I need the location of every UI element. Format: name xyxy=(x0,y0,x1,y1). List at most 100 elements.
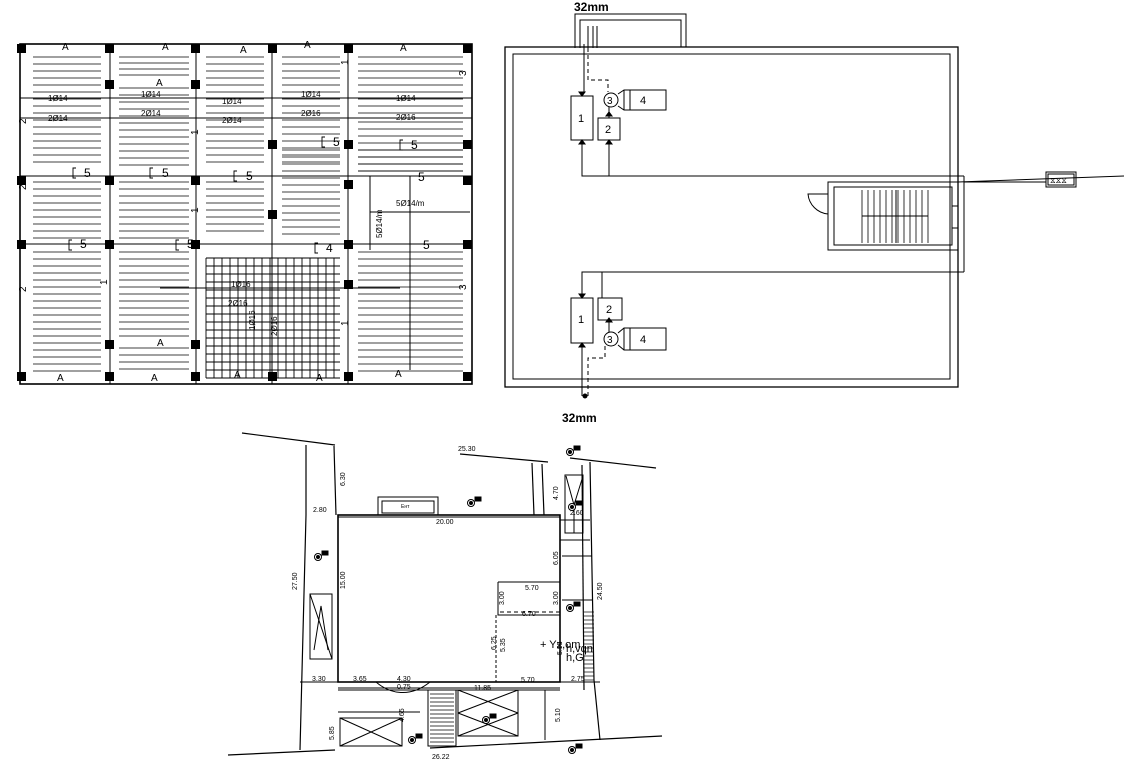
light-post-mark xyxy=(573,445,581,451)
dim-label: 26.22 xyxy=(432,754,450,761)
column xyxy=(191,240,200,249)
light-post-mark xyxy=(575,743,583,749)
column xyxy=(191,372,200,381)
column xyxy=(268,210,277,219)
column xyxy=(191,44,200,53)
bar-label: 1Ø14 xyxy=(301,90,321,99)
valve-symbol xyxy=(603,331,619,347)
light-post-icon xyxy=(568,743,583,754)
note-line: + Yz,om xyxy=(540,639,580,651)
section-mark: 1 xyxy=(190,207,201,213)
bar-labels: 1Ø14 2Ø14 1Ø14 2Ø14 1Ø14 2Ø14 1Ø14 2Ø16 … xyxy=(48,90,425,336)
column xyxy=(268,44,277,53)
light-post-icon xyxy=(568,500,583,511)
panel-mark: 5 xyxy=(246,169,253,183)
column xyxy=(105,176,114,185)
dim-label: 5.95 xyxy=(557,641,564,655)
panel-mark: 5 xyxy=(80,237,87,251)
building-outline xyxy=(337,514,561,683)
dim-label: 6.05 xyxy=(553,551,560,565)
column xyxy=(344,140,353,149)
dim-label: 20.00 xyxy=(436,519,454,526)
bar-label: 1Ø14 xyxy=(396,94,416,103)
bar-label: 1Ø14 xyxy=(222,97,242,106)
column xyxy=(344,280,353,289)
tank-labels-upper: 1 2 3 4 xyxy=(578,95,646,136)
beam-mark: A xyxy=(400,43,407,54)
dim-label: 2.60 xyxy=(570,510,584,517)
dim-label: 3.30 xyxy=(312,676,326,683)
tank-label: 3 xyxy=(607,335,613,346)
tank-label: 3 xyxy=(607,96,613,107)
slab-columns xyxy=(17,44,472,381)
light-post-dot xyxy=(469,501,473,505)
slab-reinforcement-plan: A A A A A A A A A A A A 5 5 5 5 5 5 5 5 … xyxy=(17,40,473,385)
pipe-size-label-top: 32mm xyxy=(574,0,609,14)
beam-mark: A xyxy=(234,370,241,381)
section-mark: 1 xyxy=(340,59,351,65)
dim-label: 5.70 xyxy=(521,677,535,684)
pipe-size-label-bottom: 32mm xyxy=(562,411,597,425)
roof-outer-outline xyxy=(504,46,959,388)
entry-label: Ент xyxy=(401,504,410,510)
light-post-mark xyxy=(415,733,423,739)
section-mark: 3 xyxy=(458,284,469,290)
light-post-dot xyxy=(316,555,320,559)
tank-label: 4 xyxy=(640,95,646,107)
bar-label: 2Ø14 xyxy=(141,109,161,118)
beam-mark: A xyxy=(57,373,64,384)
dim-label: 3.65 xyxy=(353,676,367,683)
panel-mark-brackets xyxy=(68,136,403,254)
dim-label: 2.80 xyxy=(313,507,327,514)
site-dimensions: 25.30 6.30 2.80 20.00 4.70 2.60 6.05 27.… xyxy=(292,446,604,761)
light-post-dot xyxy=(570,505,574,509)
column xyxy=(17,372,26,381)
column xyxy=(463,140,472,149)
light-post-icon xyxy=(467,496,482,507)
light-post-dot xyxy=(410,738,414,742)
column xyxy=(105,372,114,381)
tank-label: 2 xyxy=(606,304,612,316)
column xyxy=(105,80,114,89)
column xyxy=(463,176,472,185)
dim-label: 6.30 xyxy=(340,472,347,486)
light-post-dot xyxy=(570,748,574,752)
light-post-dot xyxy=(484,718,488,722)
beam-marks: A A A A A A A A A A A A xyxy=(57,40,407,384)
dim-label: 2.75 xyxy=(571,676,585,683)
tank-group-upper xyxy=(570,89,964,177)
panel-mark: 5 xyxy=(411,138,418,152)
section-marks: 2 2 2 1 1 1 1 1 3 3 xyxy=(18,59,469,326)
beam-mark: A xyxy=(157,338,164,349)
dim-label: 24.50 xyxy=(597,582,604,600)
bar-label: 2Ø16 xyxy=(228,299,248,308)
dim-label: 3.00 xyxy=(499,591,506,605)
site-plan: Ент 25.30 6.30 2.80 20.00 4.70 2.60 6.05… xyxy=(227,432,663,761)
column xyxy=(105,340,114,349)
tank-label: 4 xyxy=(640,334,646,346)
beam-mark: A xyxy=(395,369,402,380)
main-supply-pipe: ⧖⧖⧖ xyxy=(957,171,1125,272)
light-post-mark xyxy=(575,500,583,506)
tank-label: 2 xyxy=(605,124,611,136)
bar-label: 2Ø16 xyxy=(270,316,279,336)
door-swing xyxy=(807,193,829,215)
column xyxy=(105,240,114,249)
bar-label: 2Ø14 xyxy=(48,114,68,123)
column xyxy=(344,180,353,189)
slab-beam-lines xyxy=(20,44,472,384)
column xyxy=(17,176,26,185)
note-line: h,vqn xyxy=(566,643,593,655)
light-post-mark xyxy=(489,713,497,719)
panel-mark: 5 xyxy=(84,166,91,180)
column xyxy=(191,340,200,349)
bar-label: 1Ø14 xyxy=(48,94,68,103)
column xyxy=(268,372,277,381)
light-post-dot xyxy=(568,450,572,454)
dim-label: 27.50 xyxy=(292,572,299,590)
column xyxy=(268,140,277,149)
panel-mark: 5 xyxy=(333,135,340,149)
dim-label: 5.70 xyxy=(525,585,539,592)
staircase-block xyxy=(807,181,959,251)
dim-label: 4.65 xyxy=(399,708,406,722)
